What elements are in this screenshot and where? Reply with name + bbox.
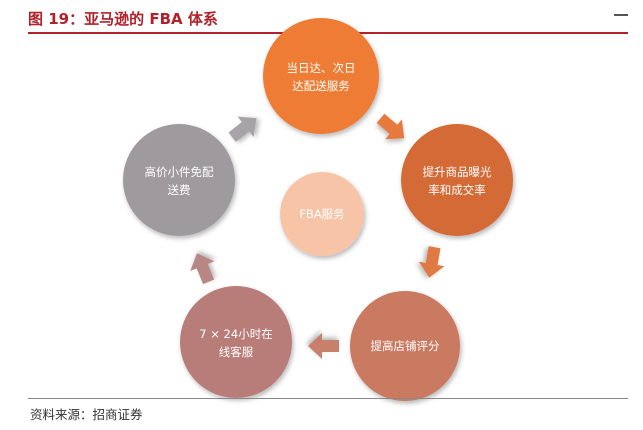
node-circle — [350, 291, 460, 401]
arrow-shape — [308, 333, 339, 359]
center-node-circle — [280, 172, 364, 256]
node-label-line: 送费 — [168, 183, 191, 197]
arrow-exposure-to-rating — [418, 246, 445, 278]
node-circle — [180, 286, 292, 398]
node-label-line: 提高店铺评分 — [371, 339, 440, 353]
arrow-free-shipping-to-same-day — [228, 116, 257, 142]
node-label-line: 提升商品曝光 — [423, 165, 492, 179]
node-circle — [401, 124, 513, 236]
node-label-line: 当日达、次日 — [287, 61, 356, 75]
arrow-service-to-free-shipping — [190, 253, 215, 285]
node-label-line: 线客服 — [219, 345, 254, 359]
figure-title: 图 19：亚马逊的 FBA 体系 — [28, 10, 218, 28]
arrow-shape — [418, 246, 445, 278]
node-service-24h: 7 × 24小时在 线客服 — [180, 286, 292, 398]
node-label-line: 达配送服务 — [292, 79, 350, 93]
node-exposure: 提升商品曝光 率和成交率 — [401, 124, 513, 236]
node-circle — [263, 18, 379, 134]
arrow-rating-to-service — [308, 333, 339, 359]
node-label-line: 7 × 24小时在 — [199, 327, 272, 341]
node-same-day: 当日达、次日 达配送服务 — [263, 18, 379, 134]
node-circle — [123, 124, 235, 236]
arrow-shape — [190, 253, 215, 285]
node-label-line: 高价小件免配 — [145, 165, 214, 179]
center-node: FBA服务 — [280, 172, 364, 256]
node-free-shipping: 高价小件免配 送费 — [123, 124, 235, 236]
center-node-label: FBA服务 — [299, 207, 345, 221]
arrow-shape — [376, 113, 405, 140]
source-note: 资料来源：招商证券 — [30, 407, 143, 422]
arrow-same-day-to-exposure — [376, 113, 405, 140]
node-rating: 提高店铺评分 — [350, 291, 460, 401]
source-rule — [28, 398, 628, 399]
node-label-line: 率和成交率 — [428, 183, 486, 197]
arrow-shape — [228, 116, 257, 142]
corner-mark — [614, 14, 628, 16]
